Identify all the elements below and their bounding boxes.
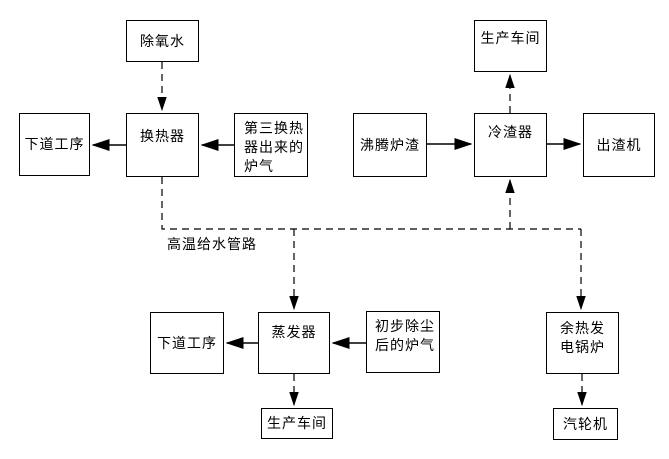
- node-next-process-bottom: 下道工序: [150, 312, 224, 374]
- node-steam-turbine: 汽轮机: [553, 408, 618, 440]
- node-deaerated-water: 除氧水: [126, 20, 199, 62]
- node-slag-discharger: 出渣机: [583, 113, 655, 177]
- node-boiling-slag: 沸腾炉渣: [353, 113, 427, 177]
- node-next-process-top: 下道工序: [19, 113, 90, 176]
- node-evaporator: 蒸发器: [258, 312, 330, 374]
- node-waste-heat-boiler: 余热发电锅炉: [546, 312, 619, 374]
- node-dedusted-gas: 初步除尘后的炉气: [366, 311, 440, 373]
- node-production-workshop-bottom: 生产车间: [261, 408, 333, 439]
- high-temp-feedwater-pipe-label: 高温给水管路: [167, 236, 257, 252]
- high-temp-feedwater-pipe-trunk: [161, 177, 581, 230]
- node-third-exchanger-gas: 第三换热器出来的炉气: [234, 113, 308, 177]
- node-slag-cooler: 冷渣器: [474, 113, 547, 177]
- node-production-workshop-top: 生产车间: [474, 20, 547, 72]
- node-heat-exchanger: 换热器: [126, 113, 199, 177]
